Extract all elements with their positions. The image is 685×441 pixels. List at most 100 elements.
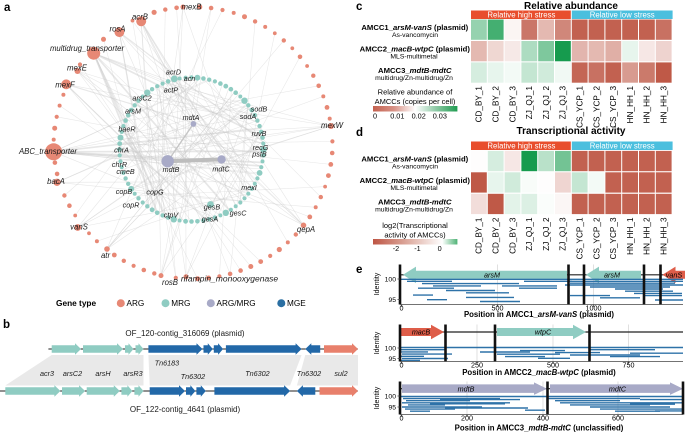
svg-text:baeR: baeR xyxy=(118,125,135,134)
svg-text:d: d xyxy=(356,127,363,139)
svg-text:Relative high stress: Relative high stress xyxy=(487,141,555,150)
svg-text:0: 0 xyxy=(373,111,377,120)
svg-text:acrD: acrD xyxy=(166,68,181,77)
svg-text:mexE: mexE xyxy=(67,64,88,73)
svg-text:mdtC: mdtC xyxy=(212,165,230,174)
svg-text:100: 100 xyxy=(385,345,397,352)
svg-text:activity of AMCCs): activity of AMCCs) xyxy=(384,231,446,240)
svg-text:rosA: rosA xyxy=(109,25,125,34)
svg-text:HN_HH_1: HN_HH_1 xyxy=(626,217,635,255)
svg-text:Position in AMCC1_arsM-vanS (p: Position in AMCC1_arsM-vanS (plasmid) xyxy=(464,310,614,319)
svg-text:log2(Transcriptional: log2(Transcriptional xyxy=(382,221,448,230)
svg-text:qepA: qepA xyxy=(297,225,315,234)
svg-text:ARG/MRG: ARG/MRG xyxy=(217,299,256,308)
svg-text:arsM: arsM xyxy=(125,107,141,116)
svg-text:actP: actP xyxy=(164,86,179,95)
svg-text:arsM: arsM xyxy=(604,270,620,279)
svg-text:750: 750 xyxy=(623,360,635,369)
svg-text:Identity: Identity xyxy=(374,331,381,354)
svg-text:mdtA: mdtA xyxy=(183,113,200,122)
svg-text:chrA: chrA xyxy=(114,146,129,155)
svg-text:Relative low stress: Relative low stress xyxy=(590,141,655,150)
svg-text:arsC2: arsC2 xyxy=(63,369,82,378)
svg-text:acr3: acr3 xyxy=(40,369,54,378)
svg-text:mdtB: mdtB xyxy=(163,165,180,174)
svg-text:rosB: rosB xyxy=(162,278,178,287)
svg-text:ZJ_QJ_2: ZJ_QJ_2 xyxy=(542,217,551,251)
svg-text:95: 95 xyxy=(388,297,396,304)
svg-text:HN_HH_1: HN_HH_1 xyxy=(626,86,635,124)
svg-text:Tn6302: Tn6302 xyxy=(181,372,205,381)
svg-text:AMCC2_macB-wtpC (plasmid): AMCC2_macB-wtpC (plasmid) xyxy=(360,176,471,185)
svg-text:CS_YCP_2: CS_YCP_2 xyxy=(592,217,601,259)
svg-text:CS_YCP_3: CS_YCP_3 xyxy=(609,86,618,128)
svg-text:AMCC3_mdtB-mdtC: AMCC3_mdtB-mdtC xyxy=(378,66,452,75)
svg-text:Gene type: Gene type xyxy=(56,298,97,308)
svg-text:CD_BY_2: CD_BY_2 xyxy=(492,86,501,123)
svg-text:200: 200 xyxy=(461,414,473,423)
svg-text:ZJ_QJ_1: ZJ_QJ_1 xyxy=(525,86,534,120)
svg-text:OF_120-contig_316069 (plasmid): OF_120-contig_316069 (plasmid) xyxy=(125,329,245,338)
svg-text:Transcriptional activity: Transcriptional activity xyxy=(517,126,626,137)
svg-text:arsR3: arsR3 xyxy=(123,369,142,378)
svg-text:ruvB: ruvB xyxy=(252,129,267,138)
svg-text:Relative high stress: Relative high stress xyxy=(487,10,555,19)
svg-text:CD_BY_1: CD_BY_1 xyxy=(475,217,484,254)
svg-text:100: 100 xyxy=(385,276,397,283)
svg-text:0.01: 0.01 xyxy=(390,111,404,120)
svg-text:0: 0 xyxy=(400,304,404,313)
svg-text:gesB: gesB xyxy=(204,203,221,212)
svg-text:arsH: arsH xyxy=(95,369,111,378)
svg-text:CS_YCP_1: CS_YCP_1 xyxy=(576,217,585,259)
svg-text:As-vancomycin: As-vancomycin xyxy=(392,32,438,39)
svg-text:Position in AMCC3_mdtB-mdtC (u: Position in AMCC3_mdtB-mdtC (unclassifie… xyxy=(455,424,624,433)
svg-text:bacA: bacA xyxy=(47,177,65,186)
svg-text:0.02: 0.02 xyxy=(412,111,426,120)
svg-text:0: 0 xyxy=(400,360,404,369)
svg-text:CS_YCP_1: CS_YCP_1 xyxy=(576,86,585,128)
svg-text:mexB: mexB xyxy=(182,3,202,12)
svg-text:vanS: vanS xyxy=(666,270,683,279)
svg-text:multidrug/Zn-multidrug/Zn: multidrug/Zn-multidrug/Zn xyxy=(375,206,453,213)
svg-text:recG: recG xyxy=(253,143,269,152)
svg-text:-2: -2 xyxy=(393,244,400,253)
svg-text:ZJ_QJ_2: ZJ_QJ_2 xyxy=(542,86,551,120)
svg-text:MRG: MRG xyxy=(171,299,190,308)
svg-text:400: 400 xyxy=(537,414,549,423)
svg-text:atr: atr xyxy=(101,251,111,260)
svg-text:Relative abundance of: Relative abundance of xyxy=(378,87,454,96)
svg-text:multidrug_transporter: multidrug_transporter xyxy=(50,44,125,53)
svg-text:CD_BY_1: CD_BY_1 xyxy=(475,86,484,123)
svg-text:AMCC3_mdtB-mdtC: AMCC3_mdtB-mdtC xyxy=(378,197,452,206)
svg-text:multidrug/Zn-multidrug/Zn: multidrug/Zn-multidrug/Zn xyxy=(375,75,453,82)
svg-text:arsM: arsM xyxy=(484,270,500,279)
svg-text:0: 0 xyxy=(400,414,404,423)
svg-text:0.03: 0.03 xyxy=(433,111,447,120)
svg-text:mdtC: mdtC xyxy=(609,385,627,394)
svg-text:c: c xyxy=(356,1,363,13)
svg-text:b: b xyxy=(3,319,10,331)
svg-text:AMCCs (copies per cell): AMCCs (copies per cell) xyxy=(375,97,456,106)
svg-text:mdtB: mdtB xyxy=(458,385,475,394)
svg-text:Relative low stress: Relative low stress xyxy=(590,10,655,19)
svg-text:acn: acn xyxy=(184,74,196,83)
svg-text:CD_BY_3: CD_BY_3 xyxy=(508,217,517,254)
svg-text:600: 600 xyxy=(612,414,624,423)
svg-text:HN_HH_2: HN_HH_2 xyxy=(643,217,652,255)
svg-text:Tn6302: Tn6302 xyxy=(245,369,269,378)
svg-text:mexF: mexF xyxy=(55,81,76,90)
svg-text:vanS: vanS xyxy=(70,223,89,232)
svg-text:MLS-multimetal: MLS-multimetal xyxy=(390,185,438,192)
svg-text:Identity: Identity xyxy=(374,272,381,295)
svg-text:ARG: ARG xyxy=(127,299,145,308)
svg-text:Identity: Identity xyxy=(374,386,381,409)
svg-text:CS_YCP_2: CS_YCP_2 xyxy=(592,86,601,128)
svg-text:ZJ_QJ_3: ZJ_QJ_3 xyxy=(559,217,568,251)
svg-text:mexW: mexW xyxy=(321,121,344,130)
svg-text:CS_YCP_3: CS_YCP_3 xyxy=(609,217,618,259)
svg-text:95: 95 xyxy=(388,356,396,363)
svg-text:ZJ_QJ_3: ZJ_QJ_3 xyxy=(559,86,568,120)
svg-text:HN_HH_3: HN_HH_3 xyxy=(660,217,669,255)
svg-text:Tn6302: Tn6302 xyxy=(297,369,321,378)
svg-text:CD_BY_2: CD_BY_2 xyxy=(492,217,501,254)
